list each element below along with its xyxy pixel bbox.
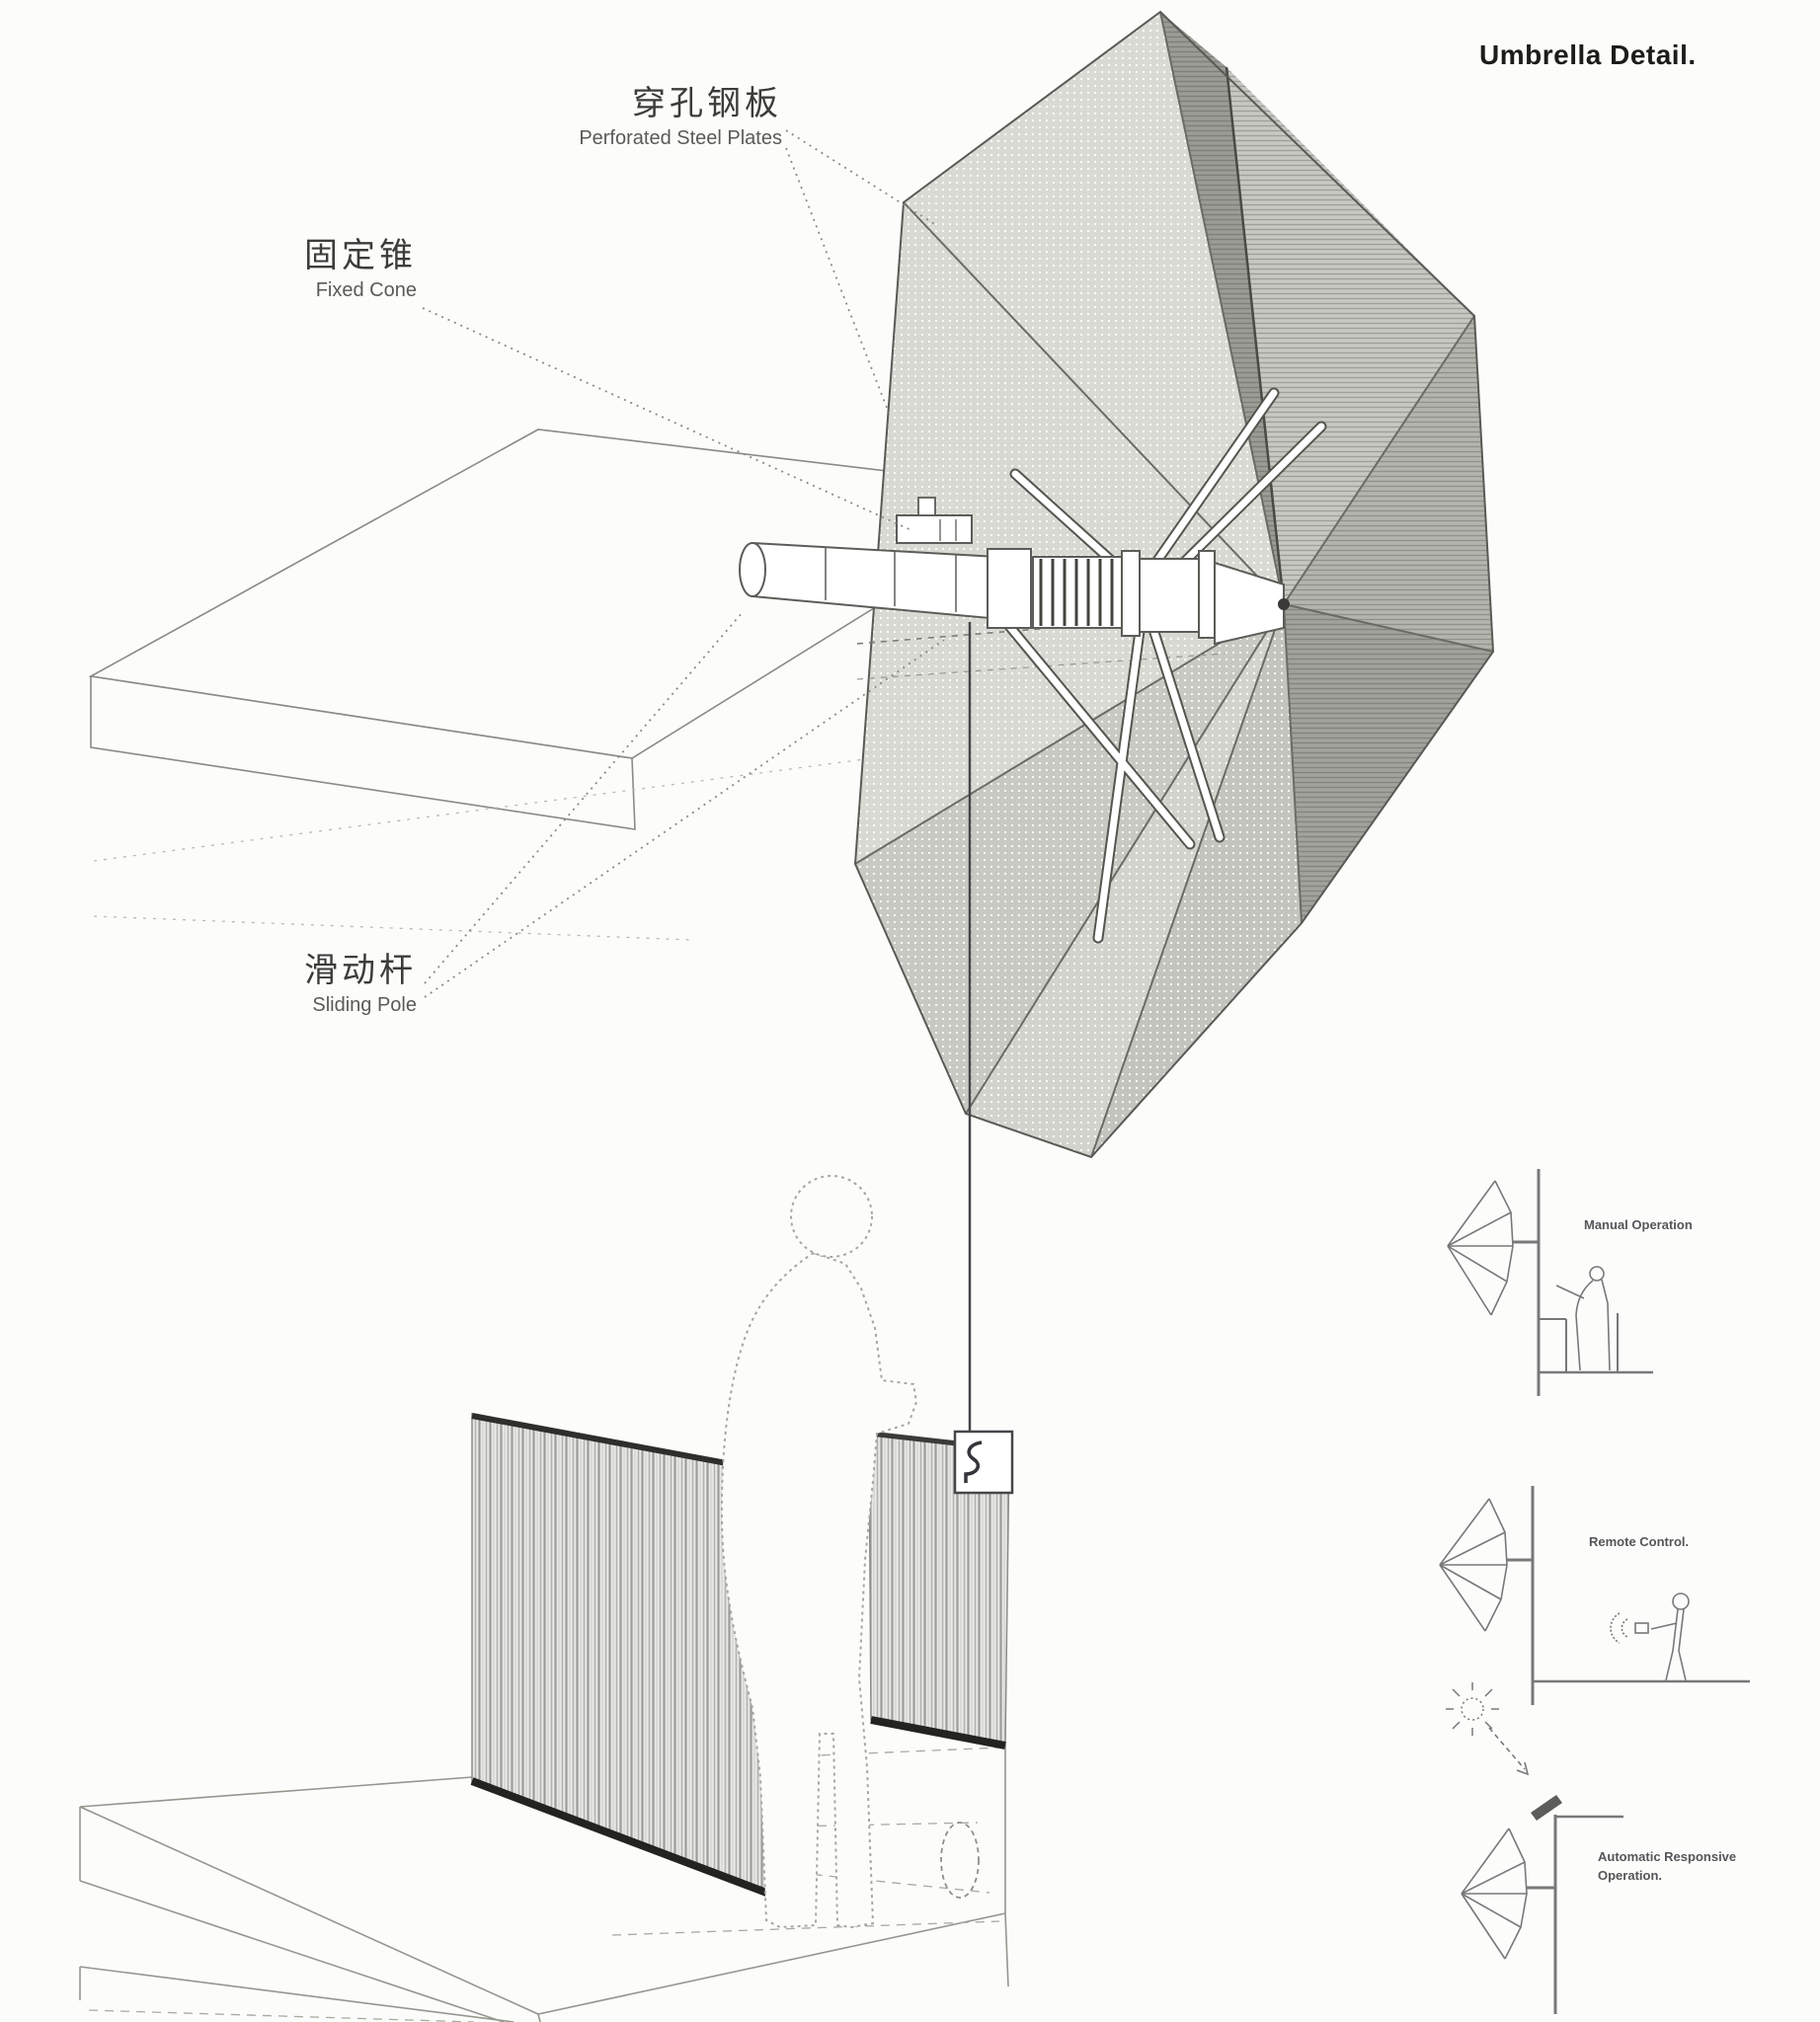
- automatic-operation-label: Automatic Responsive Operation.: [1598, 1849, 1737, 1883]
- mini-umbrella-icon: [1447, 1180, 1539, 1316]
- canopy-outline: [853, 10, 1495, 1159]
- mini-person-reaching: [1555, 1266, 1611, 1371]
- spring-section: [1032, 556, 1123, 629]
- remote-control-diagram: [1439, 1486, 1750, 1705]
- light-sensor: [1531, 1795, 1562, 1821]
- drain-pipe-opening: [940, 1822, 980, 1899]
- crank-handle-icon: [964, 1440, 983, 1483]
- pole-mount-bracket: [896, 497, 973, 544]
- mini-umbrella-icon: [1439, 1498, 1533, 1632]
- automatic-operation-diagram: [1446, 1682, 1623, 2014]
- callout-perforated-steel-plates: 穿孔钢板 Perforated Steel Plates: [506, 83, 782, 151]
- callout-perforated-en: Perforated Steel Plates: [579, 126, 782, 149]
- canopy-ribs: [854, 11, 1494, 1158]
- remote-control-label: Remote Control.: [1589, 1534, 1690, 1549]
- mini-umbrella-icon: [1461, 1828, 1555, 1960]
- page-title: Umbrella Detail.: [1479, 39, 1697, 70]
- callout-fixed-cone-zh: 固定锥: [304, 237, 417, 274]
- sliding-pole-assembly: [739, 541, 1034, 629]
- callout-fixed-cone: 固定锥 Fixed Cone: [140, 235, 417, 303]
- callout-sliding-pole-en: Sliding Pole: [312, 993, 417, 1016]
- manual-operation-diagram: [1447, 1169, 1653, 1396]
- callout-sliding-pole: 滑动杆 Sliding Pole: [140, 950, 417, 1018]
- cantilever-beam: [88, 428, 1065, 830]
- callout-sliding-pole-zh: 滑动杆: [304, 952, 417, 989]
- sun-icon: [1446, 1682, 1499, 1736]
- sunlight-arrow: [1488, 1727, 1530, 1776]
- mini-person-with-remote: [1610, 1593, 1690, 1681]
- beam-hidden-edges: [93, 732, 1068, 941]
- mini-balcony: [1539, 1313, 1653, 1374]
- callout-perforated-zh: 穿孔钢板: [632, 85, 782, 122]
- person-silhouette: [720, 1175, 918, 1929]
- callout-leader-lines: [422, 129, 945, 998]
- balcony-platform: [79, 1746, 1009, 2022]
- callout-fixed-cone-en: Fixed Cone: [315, 278, 417, 301]
- umbrella-canopy: [855, 12, 1493, 1157]
- fixed-cone-hub: [1121, 550, 1290, 646]
- control-box: [953, 1430, 1014, 1495]
- manual-operation-label: Manual Operation: [1584, 1217, 1693, 1232]
